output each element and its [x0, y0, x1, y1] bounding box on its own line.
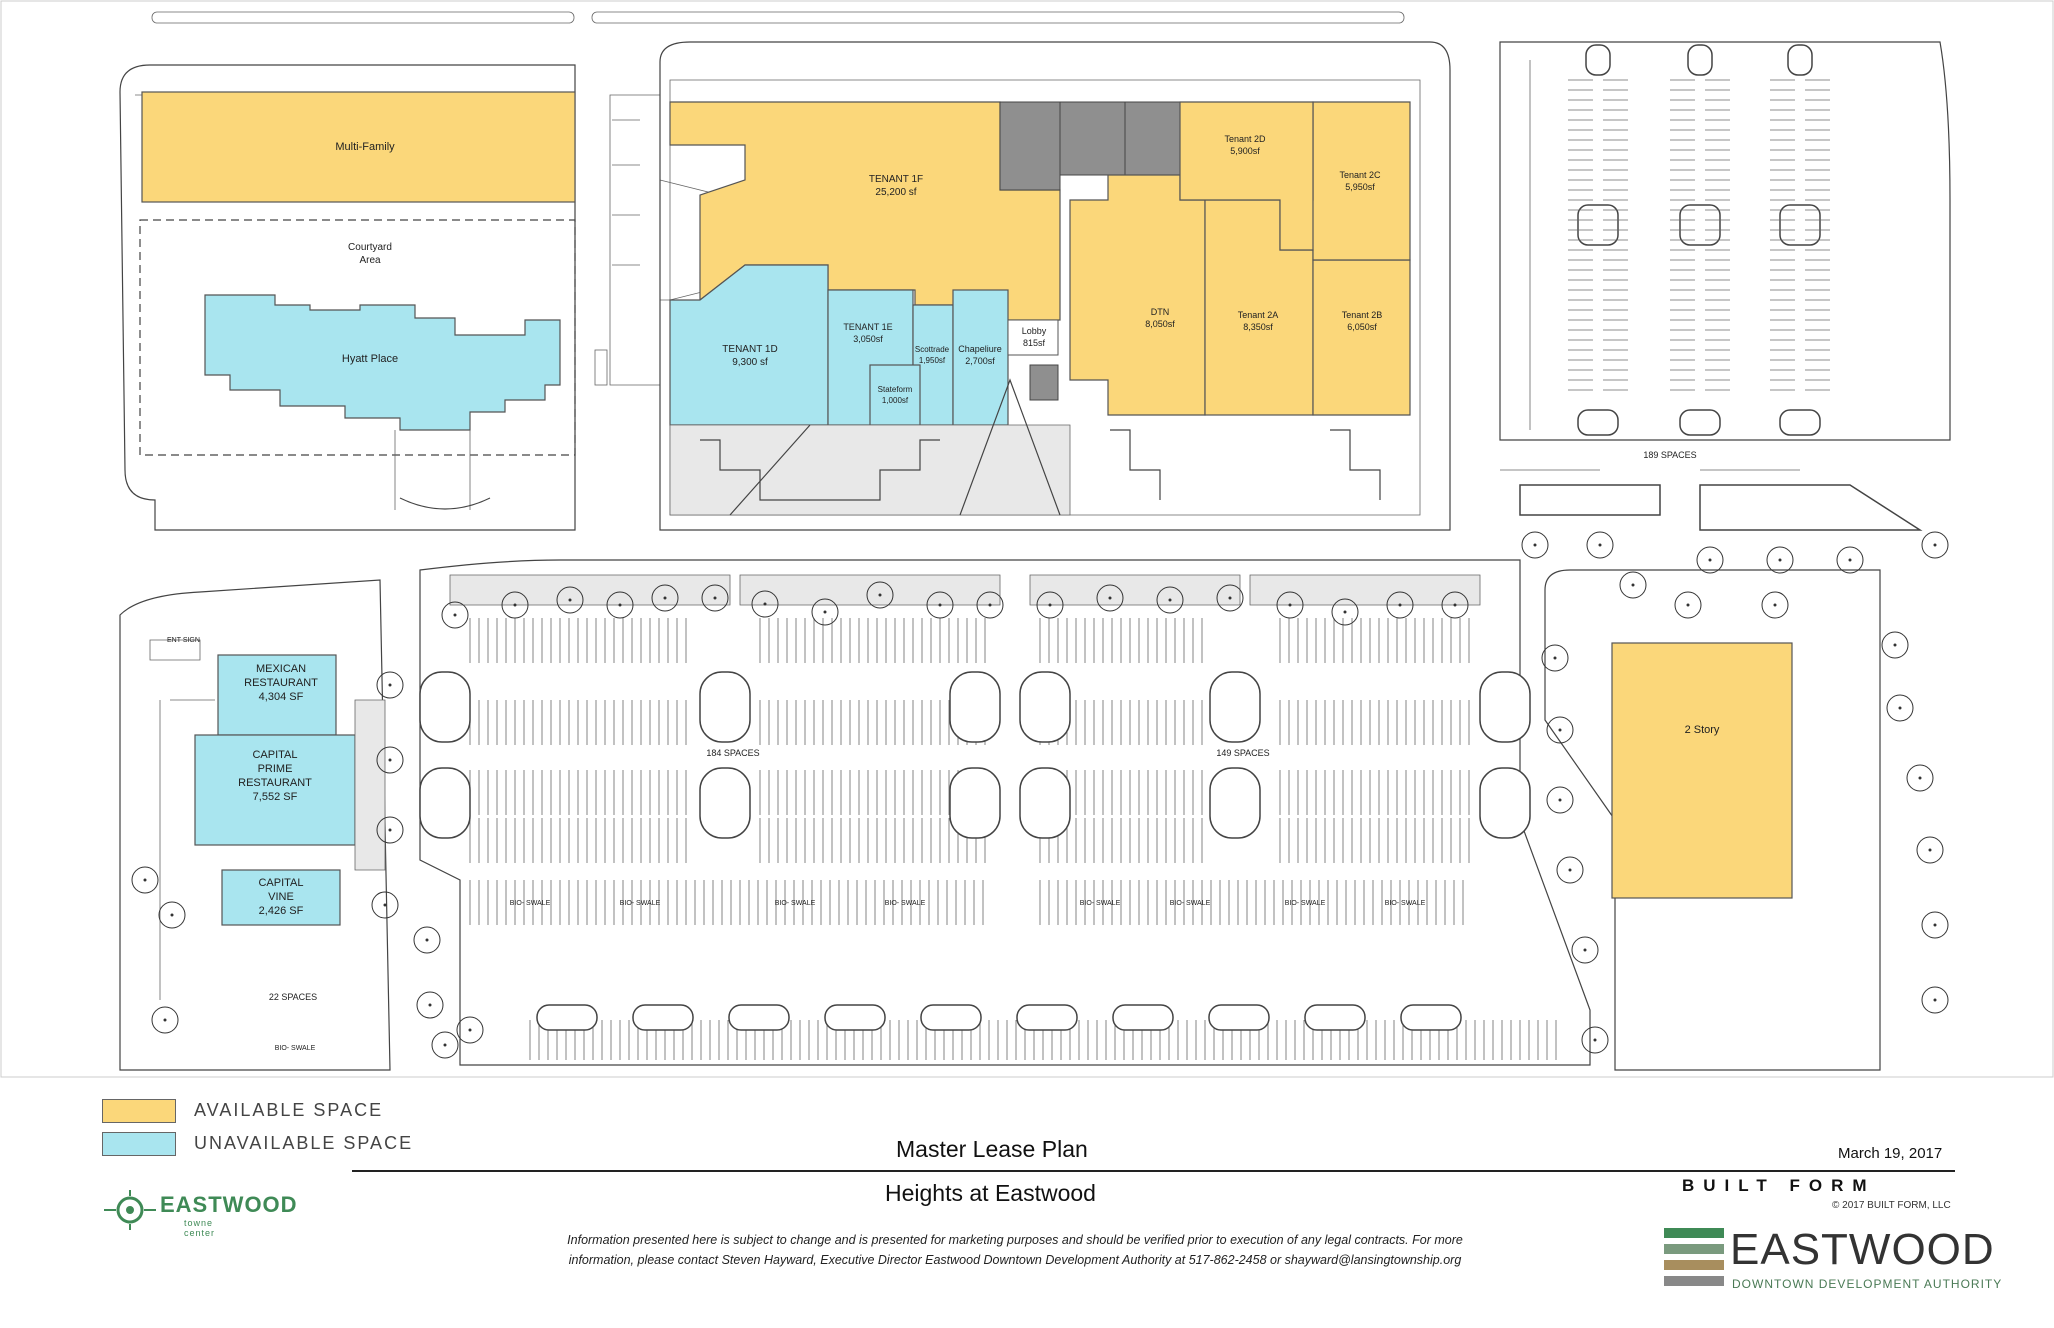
capital-vine-area	[221, 869, 341, 926]
multi-family-area	[141, 91, 576, 203]
disclaimer-line-2: information, please contact Steven Haywa…	[568, 1253, 1462, 1267]
lobby-label: Lobby	[1022, 326, 1047, 336]
tenant-1d-label: TENANT 1D	[722, 344, 777, 355]
tenant-2d-label: 5,900sf	[1230, 146, 1260, 156]
dtn-label: DTN	[1151, 307, 1170, 317]
bioswale-label: BIO- SWALE	[1080, 900, 1121, 907]
plan-title: Master Lease Plan	[896, 1136, 1088, 1162]
lot-sw-label: 22 SPACES	[269, 992, 317, 1002]
tenant-1e-label: TENANT 1E	[843, 322, 892, 332]
tenant-2b-label: Tenant 2B	[1342, 310, 1383, 320]
tenant-2c-label: 5,950sf	[1345, 182, 1375, 192]
capital-prime-label: RESTAURANT	[238, 777, 312, 789]
stripes-icon	[1664, 1228, 1724, 1286]
tenant-2b-label: 6,050sf	[1347, 322, 1377, 332]
parking-lot-central	[419, 559, 1591, 1066]
capital-prime-label: 7,552 SF	[253, 791, 298, 803]
two-story-area	[1611, 642, 1793, 899]
bioswale-labels: BIO- SWALE BIO- SWALE BIO- SWALE BIO- SWALE…	[275, 900, 1426, 1052]
chapeliure-label: 2,700sf	[965, 356, 995, 366]
main-building	[659, 41, 1451, 531]
tenant-1e-label: 3,050sf	[853, 334, 883, 344]
firm-name: BUILT FORM	[1682, 1176, 1876, 1195]
compass-icon	[104, 1190, 156, 1230]
lot-central-east-label: 149 SPACES	[1216, 748, 1269, 758]
bioswale-label: BIO- SWALE	[885, 900, 926, 907]
multi-family-label: Multi-Family	[335, 141, 395, 153]
legend-unavailable-swatch	[102, 1132, 176, 1156]
lot-ne-label: 189 SPACES	[1643, 450, 1696, 460]
courtyard-label: Area	[359, 255, 381, 266]
tenant-2a-label: 8,350sf	[1243, 322, 1273, 332]
dda-logo-sub: DOWNTOWN DEVELOPMENT AUTHORITY	[1732, 1277, 2003, 1291]
bioswale-label: BIO- SWALE	[1285, 900, 1326, 907]
bioswale-label: BIO- SWALE	[275, 1045, 316, 1052]
lobby-area	[1007, 319, 1059, 356]
lobby-label: 815sf	[1023, 338, 1046, 348]
two-story-label: 2 Story	[1685, 724, 1720, 736]
capital-prime-label: PRIME	[258, 763, 293, 775]
tenant-2b-area	[1312, 259, 1411, 416]
plan-date: March 19, 2017	[1838, 1145, 1943, 1162]
mexican-restaurant-label: RESTAURANT	[244, 677, 318, 689]
bioswale-label: BIO- SWALE	[1170, 900, 1211, 907]
dtn-label: 8,050sf	[1145, 319, 1175, 329]
capital-prime-label: CAPITAL	[252, 749, 297, 761]
scottrade-label: 1,950sf	[919, 356, 946, 365]
tenant-2d-label: Tenant 2D	[1224, 134, 1266, 144]
dtn-area	[1069, 174, 1206, 416]
tenant-1d-label: 9,300 sf	[732, 357, 768, 368]
stateform-label: Stateform	[878, 385, 913, 394]
bioswale-label: BIO- SWALE	[775, 900, 816, 907]
scottrade-label: Scottrade	[915, 345, 950, 354]
hyatt-place-label: Hyatt Place	[342, 353, 398, 365]
courtyard-label: Courtyard	[348, 242, 392, 253]
bioswale-label: BIO- SWALE	[620, 900, 661, 907]
tenant-1f-area	[669, 101, 1061, 346]
legend-available-swatch	[102, 1099, 176, 1123]
bioswale-label: BIO- SWALE	[1385, 900, 1426, 907]
parking-labels: 189 SPACES 184 SPACES 149 SPACES 22 SPAC…	[167, 450, 1697, 1002]
bioswale-label: BIO- SWALE	[510, 900, 551, 907]
tenant-1f-label: TENANT 1F	[869, 174, 923, 185]
capital-prime-area	[194, 734, 356, 846]
legend-unavailable-label: UNAVAILABLE SPACE	[194, 1133, 414, 1153]
lot-central-west-label: 184 SPACES	[706, 748, 759, 758]
stateform-area	[869, 364, 921, 426]
tenant-2a-label: Tenant 2A	[1238, 310, 1279, 320]
copyright: © 2017 BUILT FORM, LLC	[1832, 1200, 1951, 1211]
east-pad	[1544, 569, 1881, 1071]
tenant-2c-label: Tenant 2C	[1339, 170, 1381, 180]
west-block	[119, 64, 608, 531]
mexican-restaurant-label: 4,304 SF	[259, 691, 304, 703]
capital-vine-label: VINE	[268, 891, 294, 903]
chapeliure-label: Chapeliure	[958, 344, 1002, 354]
disclaimer-line-1: Information presented here is subject to…	[567, 1233, 1463, 1247]
dda-logo-name: EASTWOOD	[1730, 1225, 1995, 1274]
capital-vine-label: CAPITAL	[258, 877, 303, 889]
title-rule	[352, 1170, 1955, 1172]
mexican-restaurant-label: MEXICAN	[256, 663, 306, 675]
tenant-2d-area	[1179, 101, 1314, 251]
tenant-1f-label: 25,200 sf	[875, 187, 916, 198]
trees	[131, 531, 1949, 1059]
restaurant-pad	[119, 579, 391, 1071]
stateform-label: 1,000sf	[882, 396, 909, 405]
hyatt-place-area	[204, 294, 561, 431]
legend-available-label: AVAILABLE SPACE	[194, 1100, 384, 1120]
disclaimer: Information presented here is subject to…	[440, 1230, 1590, 1270]
capital-vine-label: 2,426 SF	[259, 905, 304, 917]
mexican-restaurant-area	[217, 654, 337, 736]
ent-sign-label: ENT SIGN	[167, 637, 200, 644]
towne-center-logo-sub: towne center	[184, 1218, 216, 1238]
towne-center-logo-name: EASTWOOD	[160, 1192, 298, 1217]
chapeliure-area	[952, 289, 1009, 426]
project-name: Heights at Eastwood	[885, 1180, 1096, 1206]
parking-lot-ne	[1499, 41, 1951, 531]
